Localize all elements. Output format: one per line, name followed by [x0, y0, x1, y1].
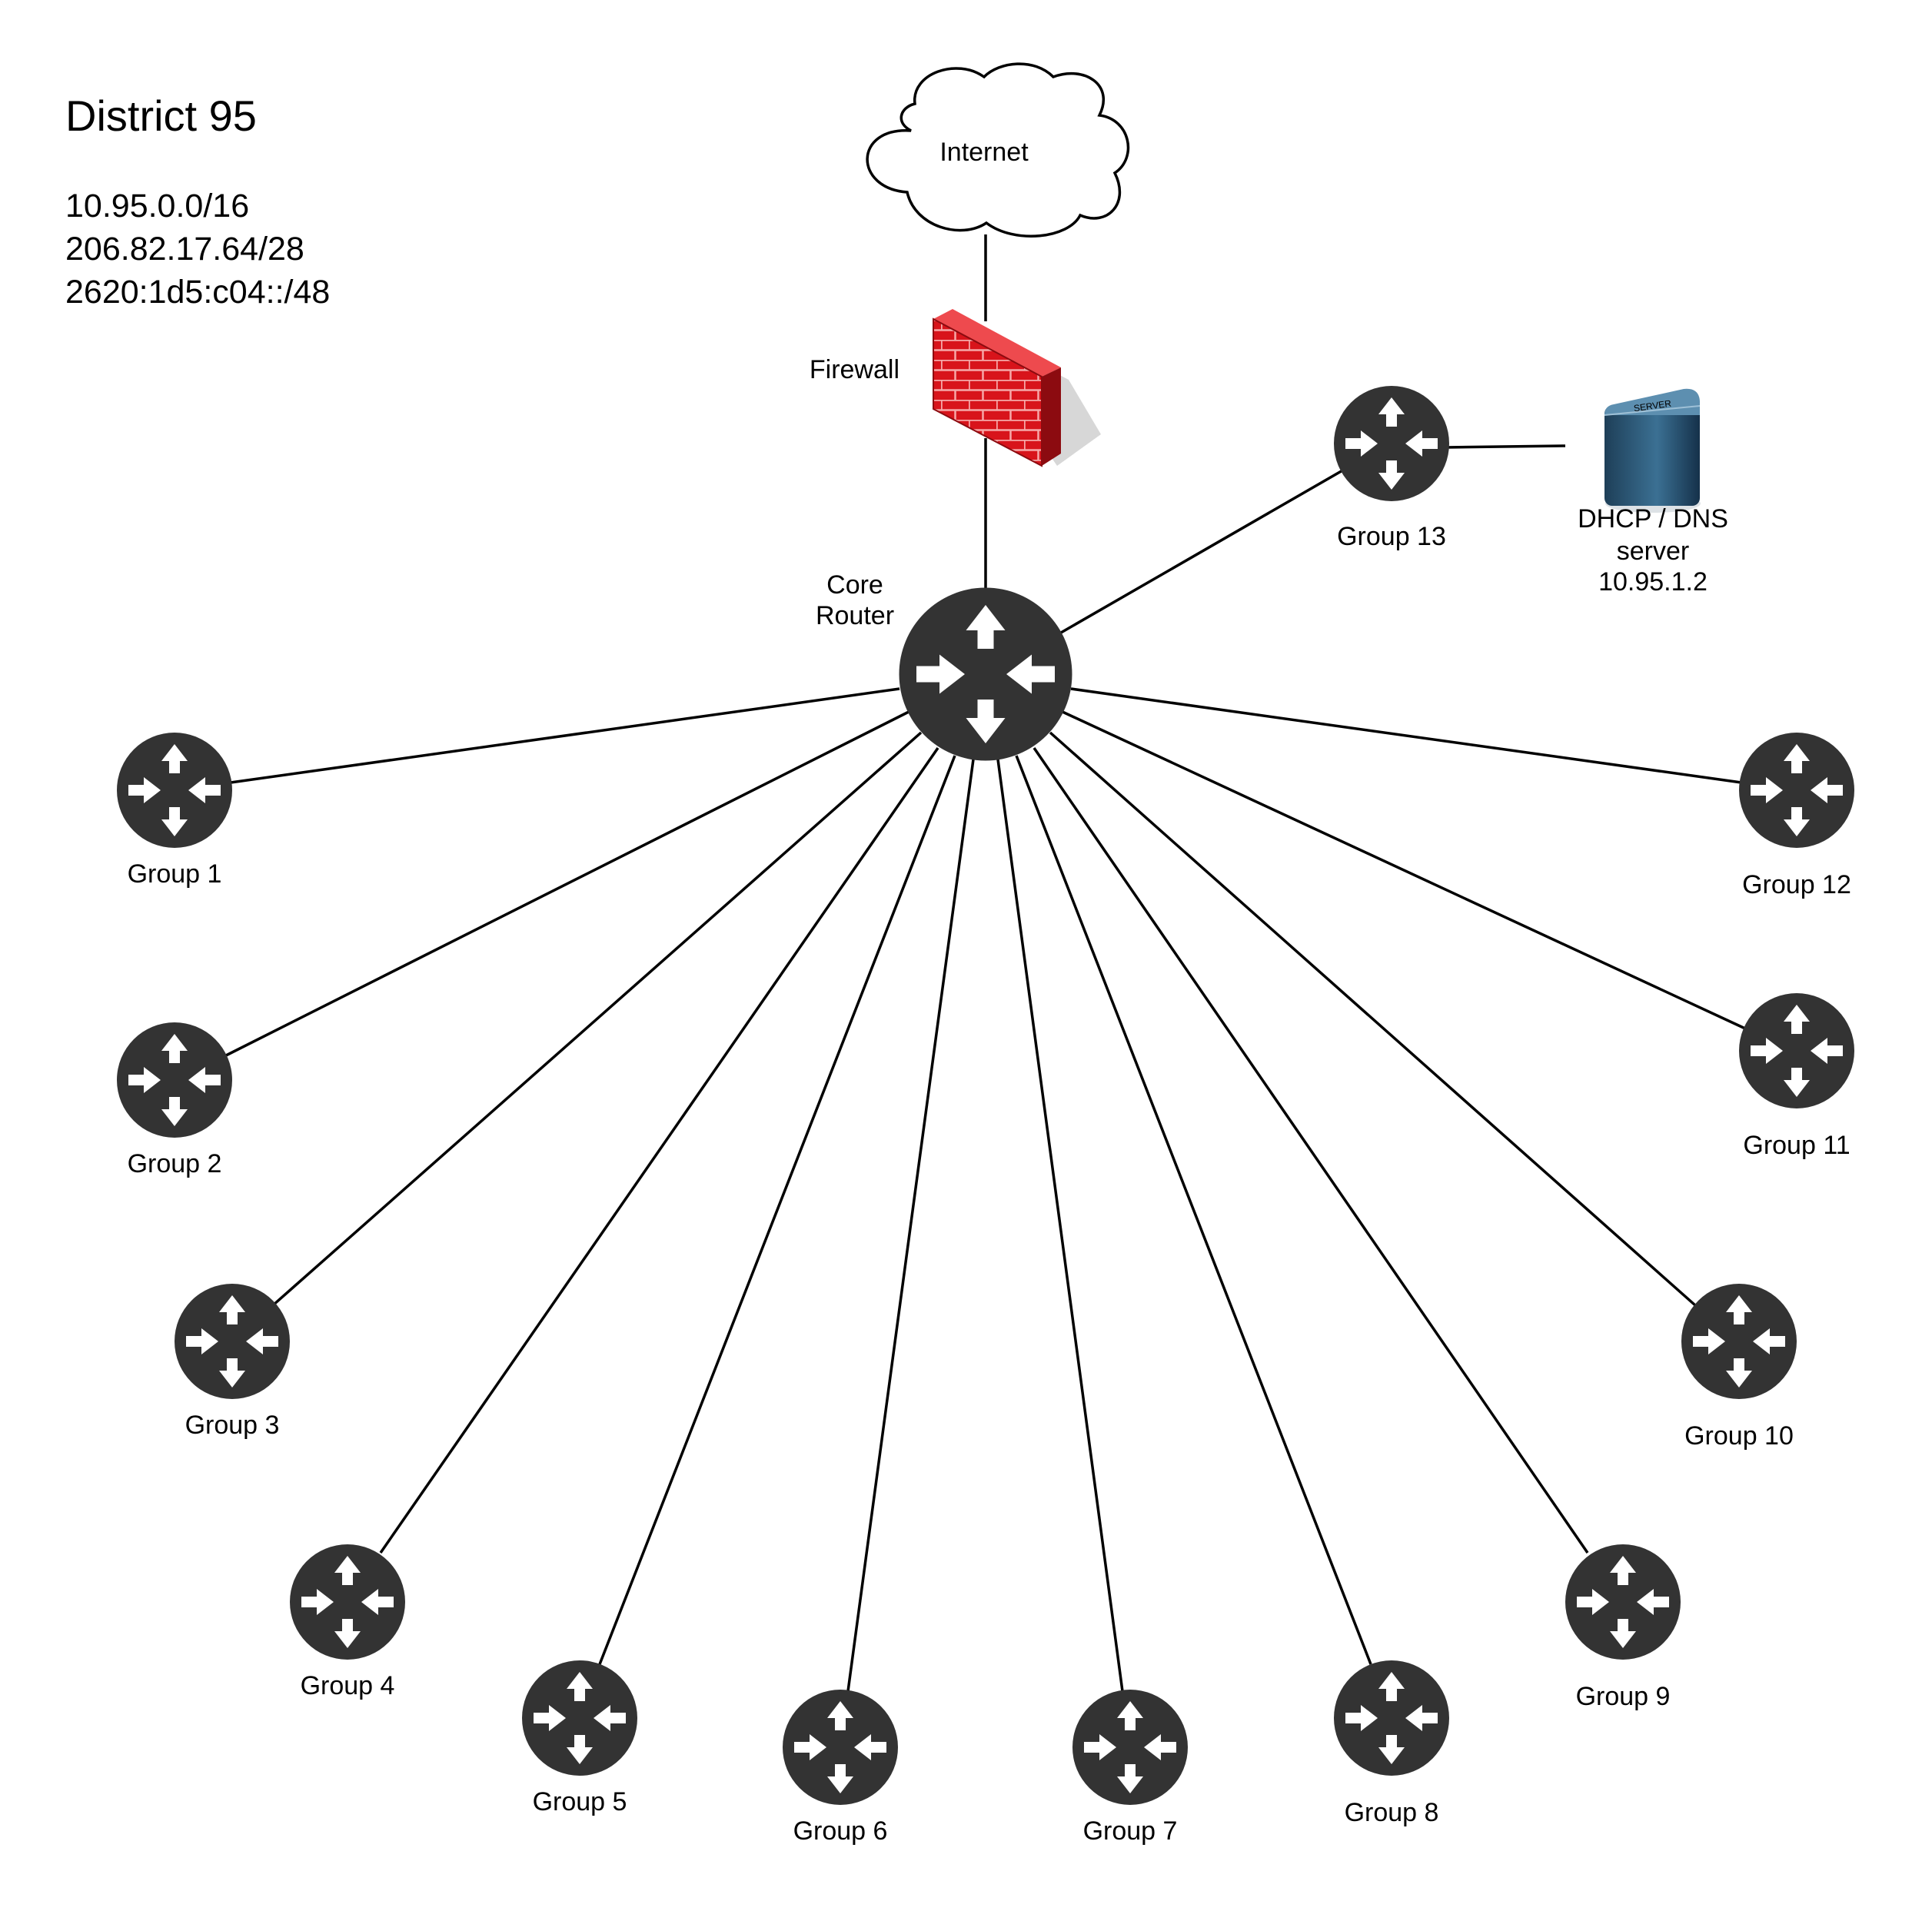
- server-icon: SERVER: [1604, 388, 1701, 513]
- group-router-group11[interactable]: Group 11: [1739, 993, 1854, 1160]
- router-icon: [117, 1022, 232, 1138]
- link-core-group12: [1070, 687, 1742, 784]
- link-core-group2: [222, 710, 909, 1059]
- core-router-label-line2: Router: [816, 601, 894, 630]
- group-router-group9[interactable]: Group 9: [1565, 1544, 1681, 1711]
- group-router-group13[interactable]: Group 13: [1334, 386, 1449, 551]
- firewall-label: Firewall: [810, 355, 899, 384]
- link-core-group4: [379, 747, 939, 1554]
- network-ipv4-private: 10.95.0.0/16: [65, 188, 250, 224]
- link-core-group3: [271, 731, 923, 1307]
- group-label: Group 10: [1684, 1421, 1794, 1451]
- router-icon: [1565, 1544, 1681, 1660]
- link-group13-server: [1445, 444, 1566, 449]
- router-icon: [522, 1660, 637, 1776]
- router-icon: [1681, 1284, 1797, 1399]
- link-core-group9: [1033, 747, 1589, 1554]
- server-node[interactable]: SERVER DHCP / DNS server 10.95.1.2: [1578, 388, 1728, 597]
- router-icon: [1334, 386, 1449, 501]
- group-label: Group 12: [1742, 870, 1851, 899]
- firewall-icon: [933, 309, 1101, 467]
- router-icon: [1739, 733, 1854, 848]
- link-core-group11: [1062, 710, 1746, 1030]
- group-label: Group 5: [533, 1787, 627, 1816]
- group-router-group10[interactable]: Group 10: [1681, 1284, 1797, 1451]
- group-router-group1[interactable]: Group 1: [117, 733, 232, 889]
- group-label: Group 4: [301, 1671, 395, 1700]
- svg-text:SERVER: SERVER: [1633, 398, 1672, 414]
- group-label: Group 9: [1576, 1682, 1671, 1711]
- router-icon: [1739, 993, 1854, 1108]
- group-router-group6[interactable]: Group 6: [783, 1690, 898, 1846]
- links: [222, 234, 1746, 1692]
- core-router-node[interactable]: Core Router: [816, 570, 1072, 761]
- firewall-node[interactable]: Firewall: [810, 309, 1101, 467]
- diagram-title: District 95: [65, 91, 257, 140]
- router-icon: [783, 1690, 898, 1805]
- link-core-group13: [1060, 468, 1345, 634]
- server-label-line1: DHCP / DNS: [1578, 504, 1728, 533]
- group-label: Group 11: [1743, 1131, 1850, 1160]
- group-label: Group 13: [1337, 522, 1446, 551]
- router-icon: [117, 733, 232, 848]
- group-label: Group 1: [128, 859, 222, 889]
- internet-label: Internet: [939, 138, 1029, 167]
- router-icon: [1072, 1690, 1188, 1805]
- internet-node[interactable]: Internet: [866, 62, 1130, 238]
- network-ipv6: 2620:1d5:c04::/48: [65, 274, 331, 311]
- router-icon: [175, 1284, 290, 1399]
- link-core-group1: [230, 687, 900, 784]
- link-core-group8: [1015, 755, 1372, 1665]
- router-icon: [1334, 1660, 1449, 1776]
- core-router-icon: [899, 587, 1072, 761]
- group-label: Group 7: [1083, 1816, 1178, 1846]
- group-router-group4[interactable]: Group 4: [290, 1544, 405, 1700]
- group-router-group5[interactable]: Group 5: [522, 1660, 637, 1816]
- core-router-label-line1: Core: [826, 570, 883, 600]
- router-icon: [290, 1544, 405, 1660]
- group-router-group2[interactable]: Group 2: [117, 1022, 232, 1178]
- link-core-group5: [598, 755, 956, 1665]
- cloud-icon: [866, 62, 1130, 238]
- server-label-line3: 10.95.1.2: [1598, 567, 1708, 597]
- group-router-group8[interactable]: Group 8: [1334, 1660, 1449, 1827]
- link-core-group6: [846, 759, 975, 1692]
- group-router-group3[interactable]: Group 3: [175, 1284, 290, 1440]
- link-core-group7: [996, 759, 1124, 1692]
- group-router-group12[interactable]: Group 12: [1739, 733, 1854, 899]
- server-label-line2: server: [1617, 537, 1689, 566]
- link-core-group10: [1049, 731, 1697, 1307]
- network-ipv4-public: 206.82.17.64/28: [65, 231, 304, 268]
- group-label: Group 8: [1345, 1798, 1439, 1827]
- group-label: Group 3: [185, 1411, 280, 1440]
- group-router-group7[interactable]: Group 7: [1072, 1690, 1188, 1846]
- group-label: Group 6: [793, 1816, 888, 1846]
- group-label: Group 2: [128, 1149, 222, 1178]
